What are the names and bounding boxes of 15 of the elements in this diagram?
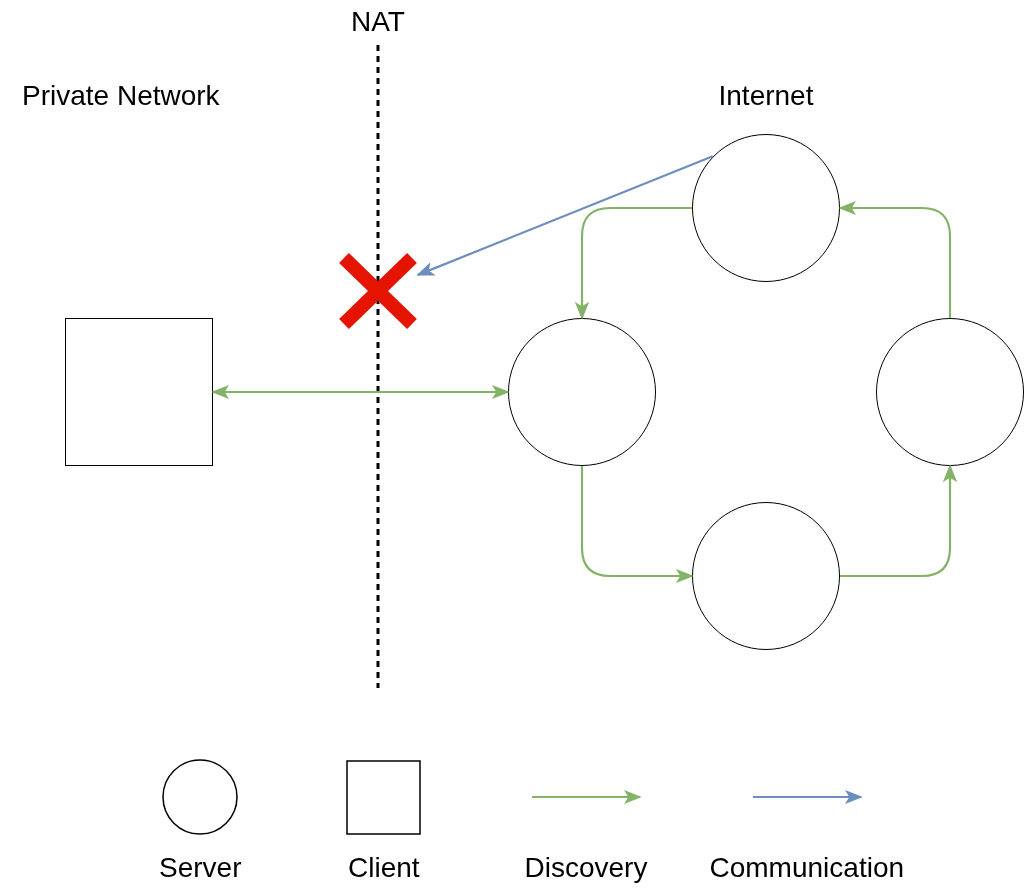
- blocked-cross-icon: [338, 252, 418, 330]
- arrow: [574, 206, 692, 320]
- region-label: Internet: [718, 80, 814, 112]
- legend-label: Discovery: [524, 852, 648, 884]
- legend-label: Client: [348, 852, 420, 884]
- arrow: [840, 464, 958, 578]
- arrow: [211, 384, 510, 400]
- region-label: Private Network: [22, 80, 220, 112]
- arrow: [416, 155, 714, 276]
- arrow: [838, 200, 952, 318]
- region-label: NAT: [351, 6, 405, 38]
- legend-label: Communication: [709, 852, 905, 884]
- arrow: [580, 466, 694, 584]
- client-square: [65, 318, 213, 466]
- legend-label: Server: [159, 852, 242, 884]
